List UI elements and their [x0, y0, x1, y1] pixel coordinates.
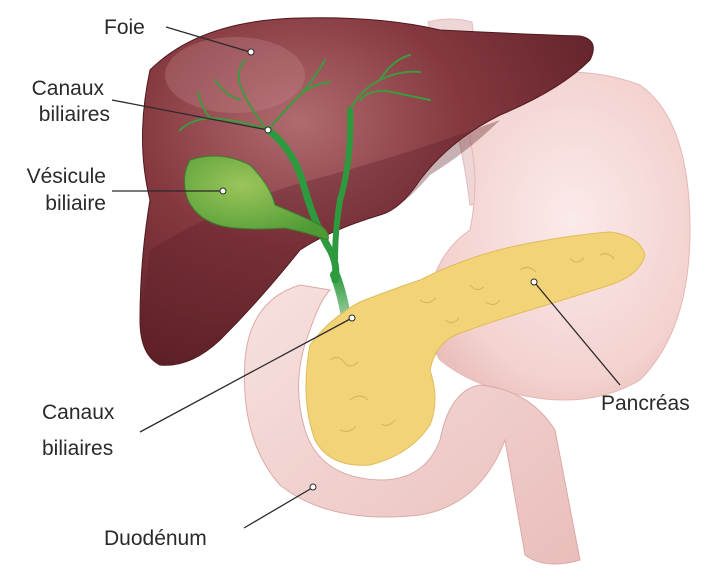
- pointer-dot-bile-ducts-top: [265, 127, 271, 133]
- label-bile-ducts-top-line1: Canaux: [32, 77, 105, 100]
- label-bile-ducts-top-line2: biliaires: [39, 103, 110, 126]
- pointer-dot-pancreas: [531, 279, 537, 285]
- pointer-dot-gallbladder: [220, 188, 226, 194]
- pointer-dot-bile-ducts-bottom: [349, 315, 355, 321]
- label-pancreas: Pancréas: [601, 392, 690, 415]
- label-gallbladder-line1: Vésicule: [27, 165, 106, 188]
- label-bile-ducts-bottom-line2: biliaires: [42, 437, 113, 460]
- leader-duodenum: [244, 488, 312, 528]
- label-liver: Foie: [104, 16, 145, 39]
- liver-highlight: [165, 37, 305, 113]
- pointer-dot-duodenum: [310, 484, 316, 490]
- label-gallbladder-line2: biliaire: [45, 192, 106, 215]
- pointer-dot-liver: [248, 49, 254, 55]
- label-bile-ducts-bottom-line1: Canaux: [42, 401, 115, 424]
- label-duodenum: Duodénum: [104, 527, 207, 550]
